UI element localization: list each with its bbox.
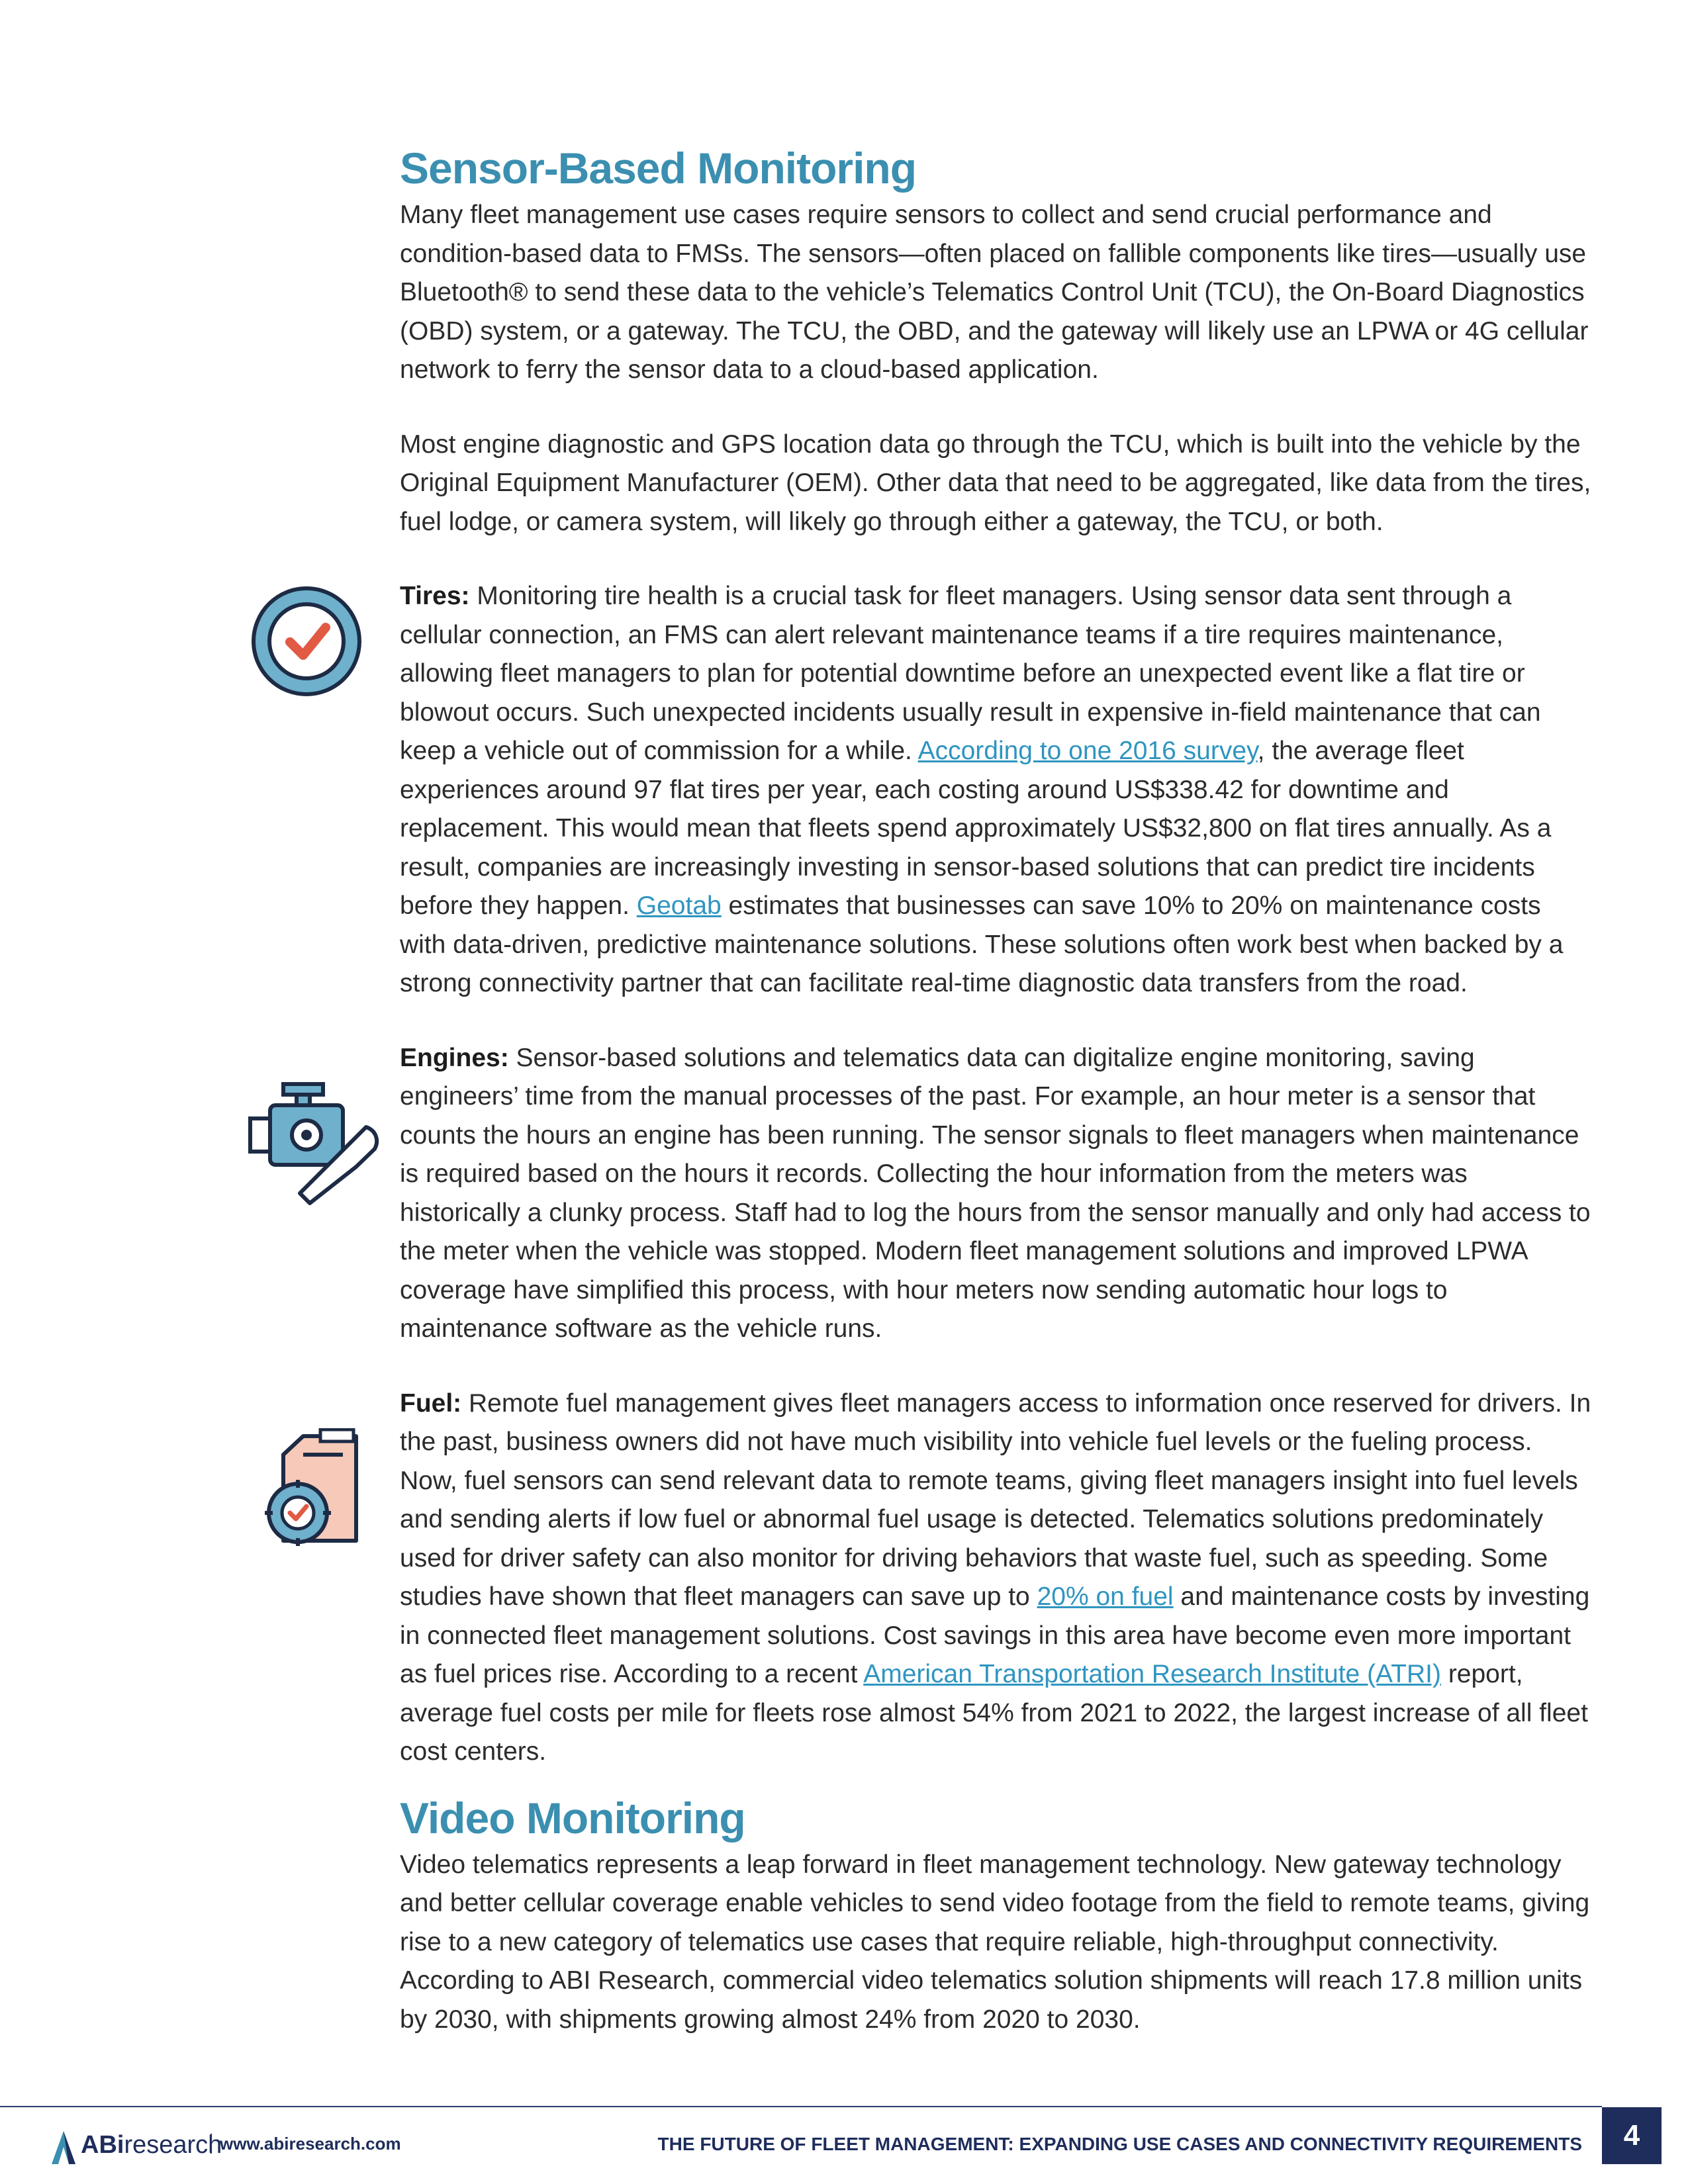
checkmark-badge-icon xyxy=(252,586,361,696)
survey-link[interactable]: According to one 2016 survey xyxy=(917,737,1258,765)
engine-wrench-icon xyxy=(248,1082,379,1205)
geotab-link[interactable]: Geotab xyxy=(636,891,722,920)
paragraph: Most engine diagnostic and GPS location … xyxy=(400,430,1591,536)
fuel-paragraph: Fuel: Remote fuel management gives fleet… xyxy=(400,1388,1591,1766)
page-content: Sensor-Based Monitoring Many fleet manag… xyxy=(400,140,1591,2075)
engines-label: Engines: xyxy=(400,1043,509,1072)
tires-paragraph: Tires: Monitoring tire health is a cruci… xyxy=(400,582,1564,997)
section-heading-video: Video Monitoring xyxy=(400,1793,746,1843)
section-heading-sensor: Sensor-Based Monitoring xyxy=(400,144,917,193)
page-number: 4 xyxy=(1602,2107,1662,2164)
footer-divider xyxy=(0,2106,1602,2107)
paragraph: Video telematics represents a leap forwa… xyxy=(400,1850,1590,2034)
footer: ABiresearch www.abiresearch.com THE FUTU… xyxy=(0,2107,1688,2184)
engines-paragraph: Engines: Sensor-based solutions and tele… xyxy=(400,1043,1591,1343)
fuel-label: Fuel: xyxy=(400,1388,462,1418)
logo-wordmark: ABiresearch xyxy=(81,2131,222,2159)
paragraph: Many fleet management use cases require … xyxy=(400,201,1589,384)
footer-title: THE FUTURE OF FLEET MANAGEMENT: EXPANDIN… xyxy=(657,2134,1582,2154)
tires-label: Tires: xyxy=(400,582,470,610)
abi-logo-icon xyxy=(52,2131,75,2164)
fuel-can-gear-icon xyxy=(265,1428,358,1546)
fuel-savings-link[interactable]: 20% on fuel xyxy=(1037,1582,1174,1611)
footer-url[interactable]: www.abiresearch.com xyxy=(211,2134,401,2154)
atri-link[interactable]: American Transportation Research Institu… xyxy=(863,1660,1441,1688)
